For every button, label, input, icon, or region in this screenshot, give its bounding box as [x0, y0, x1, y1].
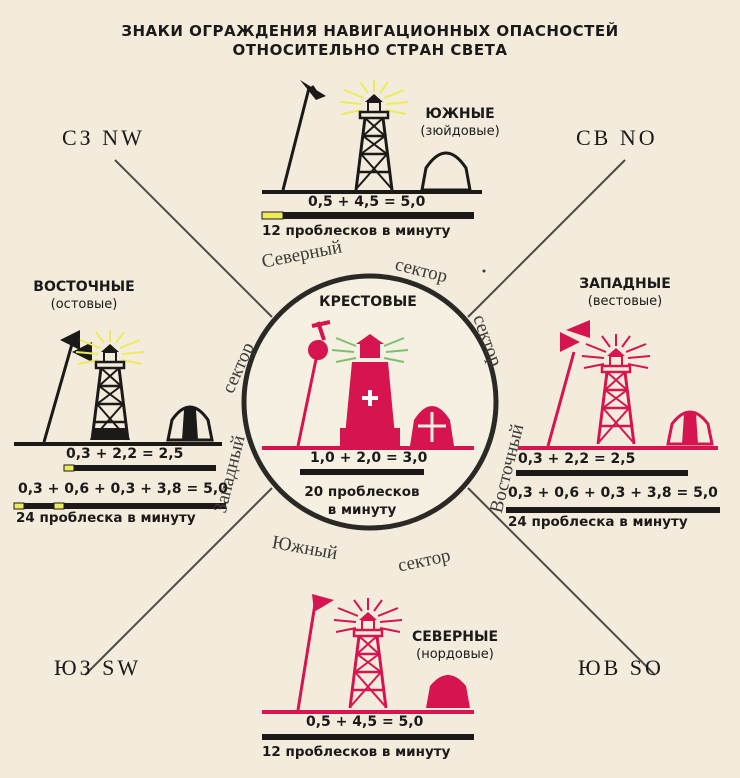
south-marks-graphic [261, 79, 482, 220]
direction-se: ЮВ SO [578, 655, 664, 680]
north-marks-name: СЕВЕРНЫЕ [411, 629, 499, 645]
direction-sw: ЮЗ SW [54, 655, 142, 680]
direction-nw: СЗ NW [62, 125, 145, 150]
direction-ne: СВ NO [576, 125, 658, 150]
cross-marks-caption-2: в минуту [327, 502, 397, 518]
south-marks-alt-name: (зюйдовые) [420, 124, 500, 139]
west-marks-name: ЗАПАДНЫЕ [579, 276, 671, 292]
cross-marks-graphic [262, 320, 474, 475]
east-marks-name: ВОСТОЧНЫЕ [33, 279, 135, 295]
west-marks-alt-name: (вестовые) [587, 294, 663, 309]
cross-marks-name: КРЕСТОВЫЕ [319, 294, 417, 310]
east-marks-alt-name: (остовые) [50, 297, 118, 312]
west-marks-caption: 24 проблеска в минуту [508, 514, 688, 530]
north-marks-alt-name: (нордовые) [416, 647, 494, 662]
west-marks-formula-1: 0,3 + 2,2 = 2,5 [518, 451, 636, 467]
east-marks-caption: 24 проблеска в минуту [16, 510, 196, 526]
south-marks-formula: 0,5 + 4,5 = 5,0 [308, 194, 426, 210]
title-line-1: ЗНАКИ ОГРАЖДЕНИЯ НАВИГАЦИОННЫХ ОПАСНОСТЕ… [121, 22, 619, 40]
compass-lines [84, 159, 656, 676]
east-marks-formula-1: 0,3 + 2,2 = 2,5 [66, 446, 184, 462]
south-marks-name: ЮЖНЫЕ [425, 106, 495, 122]
south-marks-caption: 12 проблесков в минуту [262, 223, 451, 239]
cross-marks-caption-1: 20 проблесков [304, 484, 420, 500]
title-line-2: ОТНОСИТЕЛЬНО СТРАН СВЕТА [232, 41, 508, 59]
east-marks-formula-2: 0,3 + 0,6 + 0,3 + 3,8 = 5,0 [18, 481, 228, 497]
north-marks-formula: 0,5 + 4,5 = 5,0 [306, 714, 424, 730]
west-marks-graphic [506, 320, 720, 513]
west-marks-formula-2: 0,3 + 0,6 + 0,3 + 3,8 = 5,0 [508, 485, 718, 501]
east-marks-graphic [13, 329, 226, 510]
north-marks-graphic [262, 594, 474, 740]
cross-marks-formula: 1,0 + 2,0 = 3,0 [310, 450, 428, 466]
north-marks-caption: 12 проблесков в минуту [262, 744, 451, 760]
